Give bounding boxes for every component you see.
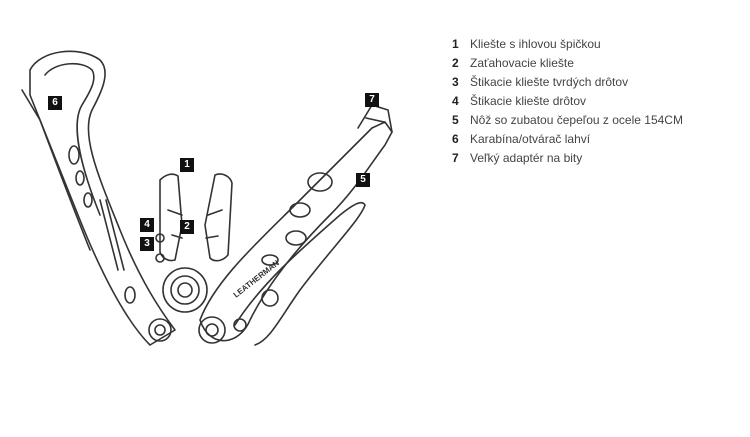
legend-item: 4 Štikacie kliešte drôtov — [452, 94, 742, 113]
legend-item: 3 Štikacie kliešte tvrdých drôtov — [452, 75, 742, 94]
legend-number: 2 — [452, 56, 459, 70]
legend-label: Karabína/otvárač lahví — [470, 132, 591, 146]
legend-label: Kliešte s ihlovou špičkou — [470, 37, 601, 51]
legend-number: 3 — [452, 75, 459, 89]
legend-number: 7 — [452, 151, 459, 165]
callout-tag-2: 2 — [180, 220, 194, 234]
legend-number: 4 — [452, 94, 459, 108]
legend-number: 6 — [452, 132, 459, 146]
legend-item: 1 Kliešte s ihlovou špičkou — [452, 37, 742, 56]
callout-tag-7: 7 — [365, 93, 379, 107]
legend-item: 6 Karabína/otvárač lahví — [452, 132, 742, 151]
callout-tag-5: 5 — [356, 173, 370, 187]
callout-tag-3: 3 — [140, 237, 154, 251]
legend: 1 Kliešte s ihlovou špičkou 2 Zaťahovaci… — [452, 37, 742, 170]
legend-item: 5 Nôž so zubatou čepeľou z ocele 154CM — [452, 113, 742, 132]
left-handle-carabiner — [21, 50, 176, 346]
legend-label: Veľký adaptér na bity — [470, 151, 583, 165]
legend-label: Štikacie kliešte drôtov — [470, 94, 587, 108]
callout-tag-1: 1 — [180, 158, 194, 172]
legend-number: 5 — [452, 113, 459, 127]
legend-item: 2 Zaťahovacie kliešte — [452, 56, 742, 75]
callout-tag-6: 6 — [48, 96, 62, 110]
brand-text: LEATHERMAN — [232, 258, 281, 299]
legend-label: Nôž so zubatou čepeľou z ocele 154CM — [470, 113, 683, 127]
legend-item: 7 Veľký adaptér na bity — [452, 151, 742, 170]
legend-number: 1 — [452, 37, 459, 51]
needlenose-pliers — [155, 173, 233, 313]
right-handle-tools — [198, 104, 393, 346]
legend-label: Štikacie kliešte tvrdých drôtov — [470, 75, 629, 89]
legend-label: Zaťahovacie kliešte — [470, 56, 574, 70]
callout-tag-4: 4 — [140, 218, 154, 232]
